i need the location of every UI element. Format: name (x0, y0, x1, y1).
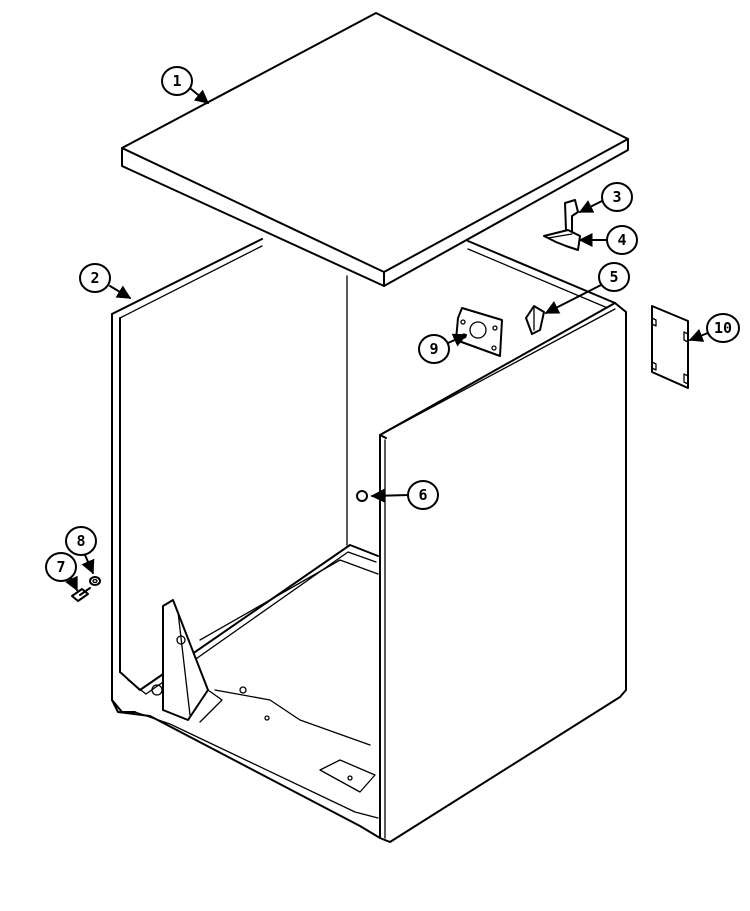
clip-part-3 (564, 199, 579, 233)
callout-3: 3 (601, 182, 633, 212)
callout-9: 9 (418, 334, 450, 364)
leader-lines (65, 88, 709, 592)
callout-7-label: 7 (56, 558, 65, 576)
callout-10: 10 (706, 313, 740, 343)
callout-8-label: 8 (76, 532, 85, 550)
callout-9-label: 9 (429, 340, 438, 358)
callout-6: 6 (407, 480, 439, 510)
callout-1: 1 (161, 66, 193, 96)
callout-7: 7 (45, 552, 77, 582)
hook-part-5 (525, 305, 545, 335)
washer-part-8 (89, 576, 101, 586)
callout-2: 2 (79, 263, 111, 293)
callout-4-label: 4 (617, 231, 626, 249)
bracket-part-4 (543, 229, 581, 251)
top-panel-part (121, 12, 629, 287)
callout-6-label: 6 (418, 486, 427, 504)
plate-part-9 (455, 307, 503, 357)
panel-part-10 (651, 305, 689, 389)
callout-5-label: 5 (609, 268, 618, 286)
callout-8: 8 (65, 526, 97, 556)
callout-10-label: 10 (714, 319, 732, 337)
callout-1-label: 1 (172, 72, 181, 90)
callout-3-label: 3 (612, 188, 621, 206)
callout-4: 4 (606, 225, 638, 255)
callout-5: 5 (598, 262, 630, 292)
cabinet-part (111, 238, 627, 843)
screw-part-7 (71, 587, 91, 602)
callout-2-label: 2 (90, 269, 99, 287)
callout-bubbles: 1 2 3 4 5 6 7 8 (45, 66, 740, 582)
